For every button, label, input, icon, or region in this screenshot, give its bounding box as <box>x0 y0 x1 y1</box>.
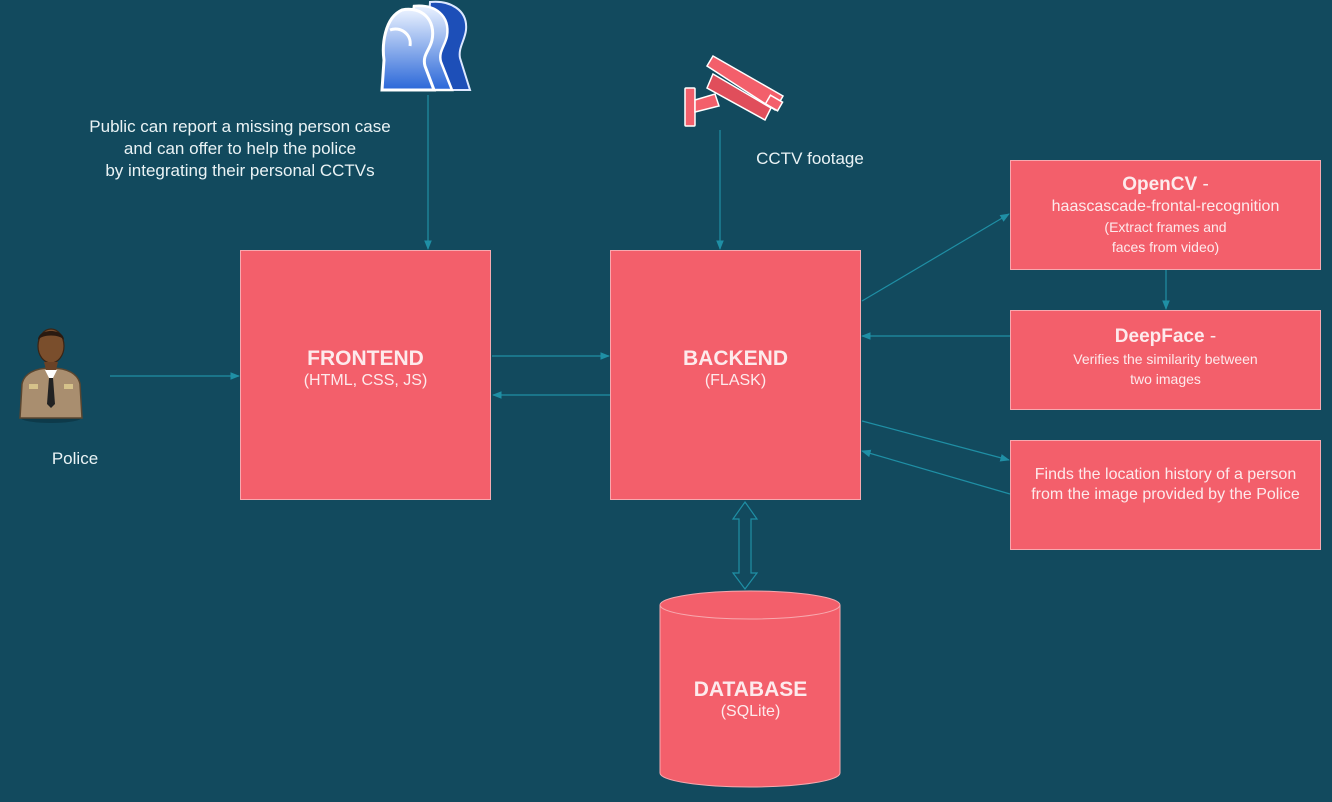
cctv-label: CCTV footage <box>756 149 864 168</box>
opencv-title: OpenCV <box>1122 174 1198 195</box>
backend-box[interactable]: BACKEND (FLASK) <box>610 250 861 500</box>
opencv-box[interactable]: OpenCV - haascascade-frontal-recognition… <box>1010 160 1321 270</box>
deepface-box[interactable]: DeepFace - Verifies the similarity betwe… <box>1010 310 1321 410</box>
police-label: Police <box>51 449 99 468</box>
opencv-title-line: OpenCV - <box>1122 173 1209 197</box>
location-line-2: from the image provided by the Police <box>1031 486 1300 503</box>
backend-title: BACKEND <box>683 347 788 370</box>
arrow-backend-to-opencv <box>861 213 1010 302</box>
arrow-backend-to-location <box>861 420 1010 462</box>
public-description: Public can report a missing person case … <box>40 116 440 182</box>
police-officer-icon <box>19 328 83 423</box>
public-line-1: Public can report a missing person case <box>89 117 391 136</box>
people-group-icon <box>380 0 472 92</box>
opencv-line-2: (Extract frames and <box>1104 219 1227 235</box>
opencv-line-3: faces from video) <box>1111 239 1220 255</box>
location-box[interactable]: Finds the location history of a person f… <box>1010 440 1321 550</box>
database-title: DATABASE <box>693 678 808 701</box>
deepface-title-line: DeepFace - <box>1115 325 1216 349</box>
opencv-line-1: haascascade-frontal-recognition <box>1051 198 1280 215</box>
database-label[interactable]: DATABASE (SQLite) <box>660 678 841 722</box>
frontend-box[interactable]: FRONTEND (HTML, CSS, JS) <box>240 250 491 500</box>
deepface-title: DeepFace <box>1114 326 1205 347</box>
opencv-dash: - <box>1197 174 1209 195</box>
backend-subtitle: (FLASK) <box>704 372 767 389</box>
location-line-1: Finds the location history of a person <box>1034 466 1297 483</box>
database-cylinder <box>659 590 841 788</box>
deepface-dash: - <box>1204 326 1217 347</box>
deepface-line-1: Verifies the similarity between <box>1073 351 1258 367</box>
public-line-2: and can offer to help the police <box>123 139 357 158</box>
security-camera-icon <box>684 54 785 127</box>
arrow-backend-database <box>731 500 759 590</box>
public-line-3: by integrating their personal CCTVs <box>105 161 375 180</box>
database-subtitle: (SQLite) <box>720 703 781 720</box>
frontend-title: FRONTEND <box>307 347 424 370</box>
frontend-subtitle: (HTML, CSS, JS) <box>303 372 428 389</box>
deepface-line-2: two images <box>1130 371 1201 387</box>
arrow-location-to-backend <box>861 449 1011 495</box>
